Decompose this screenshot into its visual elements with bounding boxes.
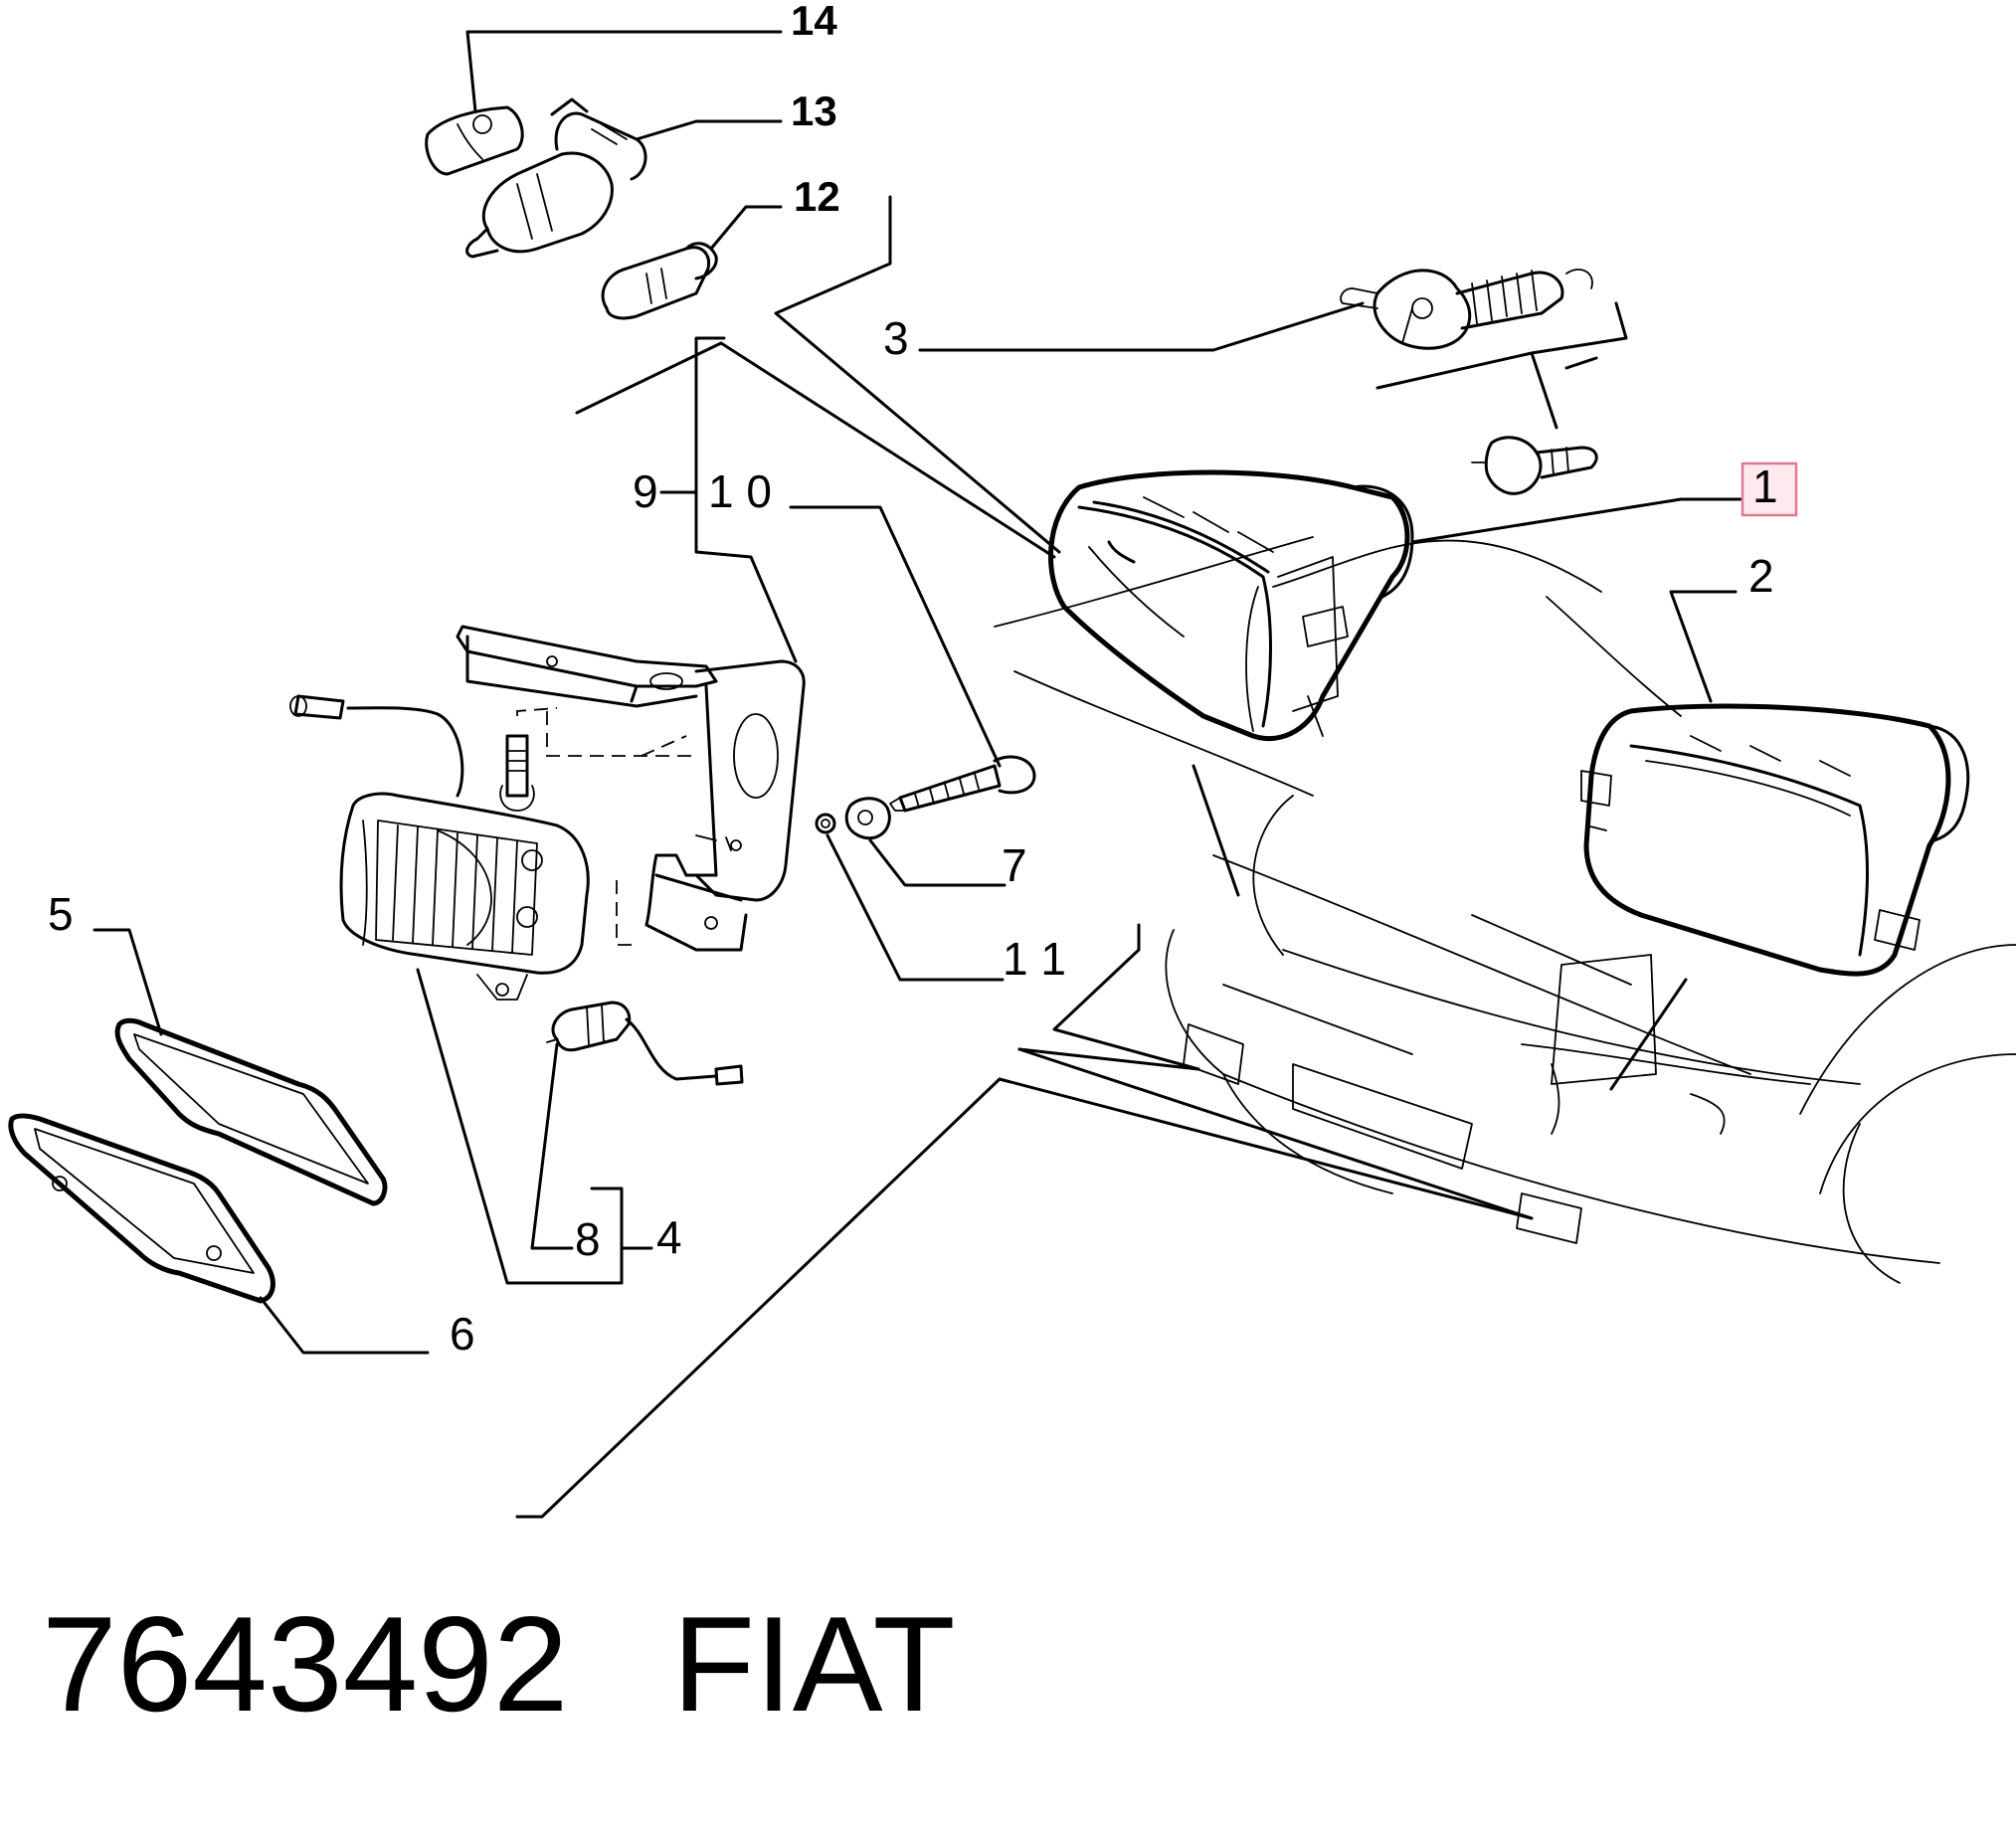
headlamp-assembly-right	[1580, 703, 1970, 977]
small-adjuster-part	[1471, 436, 1598, 495]
bulb-13	[465, 97, 647, 259]
callout-12[interactable]: 12	[794, 173, 840, 220]
callout-5[interactable]: 5	[48, 888, 74, 940]
washer	[815, 813, 836, 834]
leader-lines	[92, 30, 1742, 1519]
callout-8[interactable]: 8	[575, 1213, 601, 1265]
callouts: 1 2 3 4 5 6 7 8 9 1 0 1 1 12 13 14	[48, 0, 1778, 1360]
bulb-14	[425, 105, 524, 176]
part-number: 7643492	[42, 1588, 569, 1739]
fog-lamp-assembly	[289, 694, 590, 1001]
adjuster-assembly	[1340, 269, 1593, 350]
car-front-body	[994, 536, 2016, 1284]
brand-name: FIAT	[672, 1588, 956, 1739]
callout-7[interactable]: 7	[1002, 839, 1027, 891]
callout-1-highlight	[1741, 461, 1798, 517]
callout-3[interactable]: 3	[883, 312, 909, 364]
screw	[889, 755, 1036, 813]
mounting-bracket	[456, 625, 806, 952]
fog-bulb	[546, 1001, 744, 1086]
callout-13[interactable]: 13	[791, 88, 837, 134]
callout-4[interactable]: 4	[656, 1211, 682, 1263]
lens-frame	[8, 1113, 275, 1304]
nut	[844, 797, 891, 840]
callout-1[interactable]: 1	[1752, 460, 1778, 512]
lens-gasket	[114, 1017, 388, 1206]
headlamp-assembly-left	[1048, 469, 1414, 742]
callout-14[interactable]: 14	[791, 0, 837, 44]
callout-11[interactable]: 1 1	[1003, 933, 1066, 985]
callout-9[interactable]: 9	[633, 465, 658, 517]
callout-10[interactable]: 1 0	[708, 465, 772, 517]
dashed-connection-lines	[516, 707, 696, 946]
callout-6[interactable]: 6	[450, 1308, 475, 1360]
callout-2[interactable]: 2	[1748, 550, 1774, 602]
bulb-12	[601, 242, 718, 320]
